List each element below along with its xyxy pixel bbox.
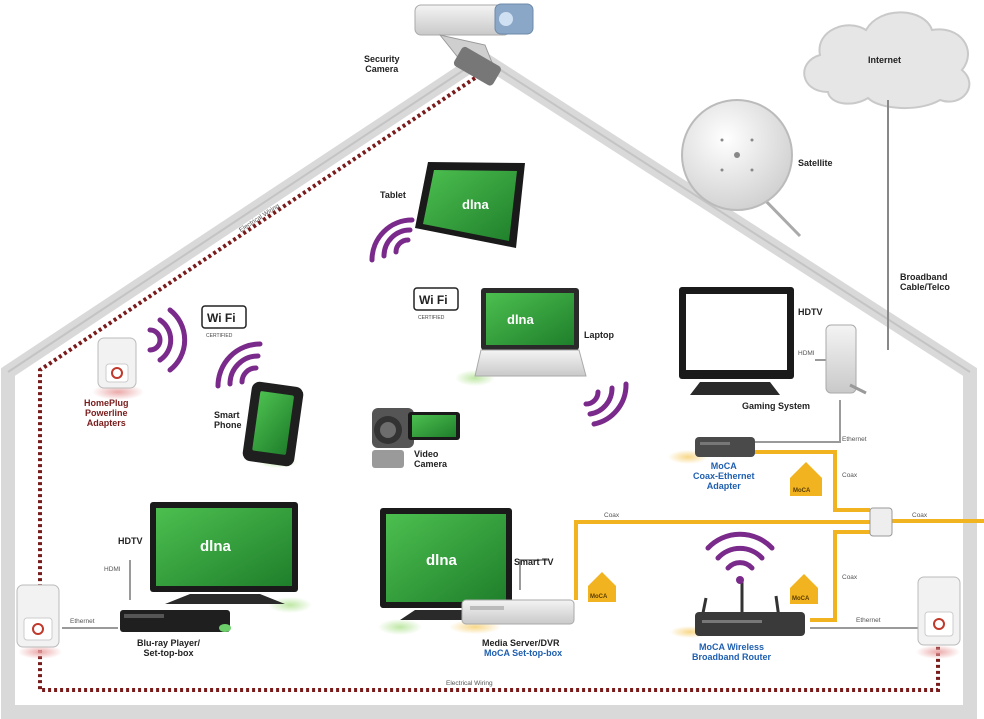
label-tablet: Tablet bbox=[380, 190, 406, 200]
label-broadband: Broadband Cable/Telco bbox=[900, 272, 950, 292]
label-ethernet-gaming: Ethernet bbox=[842, 436, 867, 443]
wireless-signal-laptop-icon bbox=[583, 381, 629, 427]
label-satellite: Satellite bbox=[798, 158, 833, 168]
label-coax-adapter: Coax bbox=[842, 472, 858, 479]
label-coax-outside: Coax bbox=[912, 512, 928, 519]
label-moca-settop: MoCA Set-top-box bbox=[484, 648, 563, 658]
hdtv-top bbox=[679, 287, 794, 395]
wireless-signal-phone-icon bbox=[215, 341, 263, 389]
wireless-signal-router-icon bbox=[705, 531, 775, 584]
label-hdtv-top: HDTV bbox=[798, 307, 823, 317]
label-coax-router: Coax bbox=[842, 574, 858, 581]
label-laptop: Laptop bbox=[584, 330, 614, 340]
wifi-badge-laptop: Wi Fi CERTIFIED bbox=[413, 287, 459, 321]
coax-cables bbox=[574, 450, 984, 622]
homeplug-adapter-bottom-left bbox=[16, 584, 62, 659]
moca-router bbox=[670, 580, 805, 638]
video-camera bbox=[372, 408, 460, 468]
moca-badge-adapter-text: MoCA bbox=[793, 488, 811, 494]
label-coax-main: Coax bbox=[604, 512, 620, 519]
label-internet: Internet bbox=[868, 55, 902, 65]
moca-badge-router: MoCA bbox=[790, 574, 818, 604]
tablet-logo: dlna bbox=[462, 197, 489, 212]
label-ethernet-right: Ethernet bbox=[856, 617, 881, 624]
coax-splitter bbox=[869, 507, 893, 537]
label-moca-router: MoCA Wireless Broadband Router bbox=[692, 642, 772, 662]
label-video-camera: Video Camera bbox=[414, 449, 448, 469]
tablet: dlna bbox=[415, 162, 525, 248]
wireless-signal-tablet-icon bbox=[369, 217, 415, 263]
label-gaming-system: Gaming System bbox=[742, 401, 811, 411]
label-smart-phone: Smart Phone bbox=[214, 410, 242, 430]
label-hdtv-left: HDTV bbox=[118, 536, 143, 546]
gaming-system bbox=[825, 324, 867, 395]
label-moca-adapter: MoCA Coax-Ethernet Adapter bbox=[693, 461, 755, 491]
laptop: dlna bbox=[455, 288, 587, 386]
moca-badge-adapter: MoCA bbox=[790, 462, 822, 496]
homeplug-adapter-left bbox=[92, 337, 144, 400]
homeplug-adapter-bottom-right bbox=[916, 576, 961, 659]
wifi-badge-left-subtext: CERTIFIED bbox=[206, 333, 233, 339]
security-camera bbox=[414, 3, 534, 86]
label-media-server: Media Server/DVR bbox=[482, 638, 560, 648]
ethernet-cables bbox=[62, 359, 922, 629]
hdtv-left: dlna bbox=[150, 502, 312, 613]
label-ethernet-left: Ethernet bbox=[70, 618, 95, 625]
smart-phone bbox=[242, 381, 304, 468]
internet-cloud bbox=[803, 11, 971, 110]
label-hdmi-left: HDMI bbox=[104, 566, 121, 573]
media-server bbox=[449, 599, 575, 634]
electrical-wiring bbox=[38, 76, 940, 692]
label-hdmi-gaming: HDMI bbox=[798, 350, 815, 357]
label-smart-tv: Smart TV bbox=[514, 557, 554, 567]
wifi-badge-left: Wi Fi CERTIFIED bbox=[201, 305, 247, 339]
hdtv-left-logo: dlna bbox=[200, 538, 231, 555]
laptop-logo: dlna bbox=[507, 312, 534, 327]
wifi-badge-laptop-subtext: CERTIFIED bbox=[418, 315, 445, 321]
wireless-signal-homeplug-icon bbox=[147, 307, 188, 373]
wifi-badge-laptop-text: Wi Fi bbox=[419, 293, 448, 307]
label-bluray: Blu-ray Player/ Set-top-box bbox=[137, 638, 201, 658]
label-homeplug: HomePlug Powerline Adapters bbox=[84, 398, 129, 428]
smart-tv-logo: dlna bbox=[426, 552, 457, 569]
bluray-player bbox=[120, 610, 231, 632]
satellite-dish bbox=[681, 99, 802, 238]
wireless-signal-icons bbox=[147, 217, 775, 584]
wifi-badge-left-text: Wi Fi bbox=[207, 311, 236, 325]
label-electrical-bottom: Electrical Wiring bbox=[446, 680, 493, 687]
moca-badge-router-text: MoCA bbox=[792, 596, 810, 602]
moca-adapter bbox=[668, 437, 755, 464]
moca-badge-media-server: MoCA bbox=[588, 572, 616, 602]
label-security-camera: Security Camera bbox=[364, 54, 400, 74]
moca-badge-media-server-text: MoCA bbox=[590, 594, 608, 600]
